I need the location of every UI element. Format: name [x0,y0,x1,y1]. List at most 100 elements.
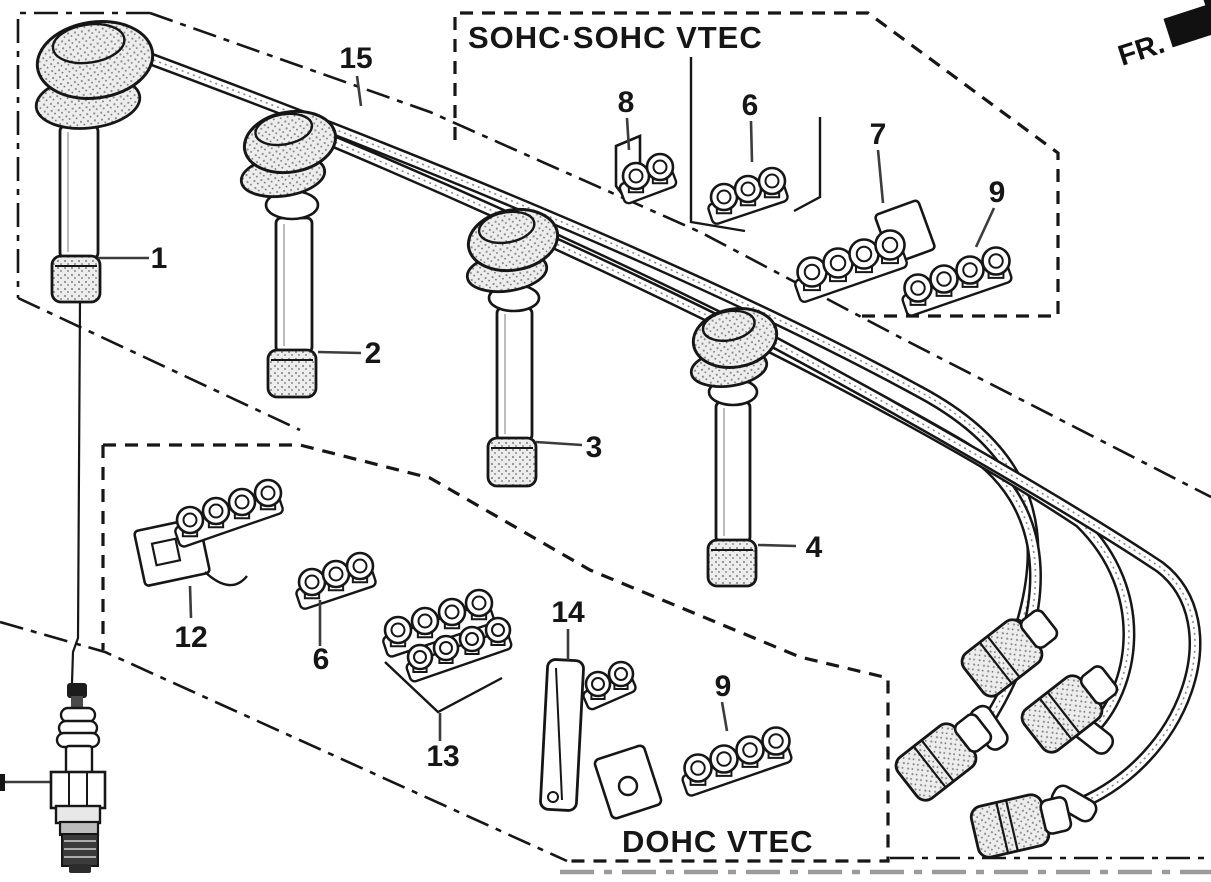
spark-plug [49,683,107,873]
clamp-hole [547,791,559,803]
front-direction-label: FR. [1114,28,1168,73]
clamp-ring-hole [208,503,224,519]
clamp-part-14 [539,658,663,820]
clamp-part-9 [681,726,793,797]
clamp-ring-hole [417,613,433,629]
clamp-part-6 [295,551,377,610]
plug-electrode [69,864,91,873]
boot-foot [266,348,318,399]
border-bottom-left-diagonal [0,620,568,863]
clamp-ring-hole [764,173,780,189]
boot-nose [1079,665,1119,705]
boot-nose [1039,796,1073,835]
clamp-plate-hole [617,775,639,797]
callout-leader-15 [355,75,363,107]
distributor-boot [894,713,993,802]
illustration-layer [34,20,1202,873]
spark-plug-boot [239,109,338,399]
clamp-ring-hole [328,566,344,582]
clamp-bracket-hole [150,537,182,567]
front-direction-arrow-icon [1163,0,1211,48]
clamp-ring-hole [881,236,899,254]
boot-foot [706,538,758,588]
plug-terminal [67,683,87,698]
part-number-7: 7 [870,118,887,151]
clamp-part-13 [382,588,513,714]
clamp-ring-hole [260,485,276,501]
clamp-ring-hole [740,181,756,197]
part-number-14: 14 [551,596,585,629]
clamp-flap [204,571,248,587]
boot-cap-top [51,22,126,65]
clamp-ring-hole [803,263,821,281]
callout-leader-6 [749,120,754,163]
part-number-13: 13 [426,740,459,773]
distributor-boot [1020,665,1119,754]
part-number-2: 2 [365,337,382,370]
clamp-ring-hole [491,623,505,637]
clamp-ring-hole [742,742,758,758]
boot-band [921,740,954,782]
part-number-1: 1 [151,242,168,275]
clamp-part-6 [707,166,789,225]
callout-leader-7 [876,149,885,204]
boot-band [979,642,1012,684]
border-diagonal [149,11,1211,499]
clamp-body [539,658,585,812]
plug-hex-nut [49,770,107,810]
clamp-ring-hole [936,271,952,287]
wire-texture [769,339,1196,808]
boot-nose [1019,609,1059,649]
part-number-15: 15 [339,42,372,75]
clamp-ring-hole [413,650,427,664]
clamp-ring-hole [304,574,320,590]
part-number-9: 9 [715,670,732,703]
clamp-ring-hole [182,512,198,528]
boot-band [913,746,946,788]
plug-stem [71,696,83,709]
boundary-lines [0,11,1211,875]
clamp-part-8 [614,134,678,205]
clamp-ring-hole [910,280,926,296]
boot-tube [274,216,314,354]
labels-layer: SOHC·SOHC VTEC DOHC VTEC FR. [468,0,1211,859]
spark-plug-boot [465,207,560,488]
boot-foot [486,436,538,488]
spark-plug-boot [34,20,155,304]
callout-leader-3 [535,440,583,447]
clamp-ring-hole [716,751,732,767]
clamp-ring-hole [690,760,706,776]
dohc-box-outline [101,443,890,863]
clamp-ring-hole [465,632,479,646]
callout-leader-2 [317,350,362,355]
cropped-part-label-fragment [0,774,5,791]
clamp-ring-hole [352,558,368,574]
clamp-ring-hole [855,245,873,263]
boot-band [987,636,1020,678]
plug-threads [61,833,99,867]
callout-leader-8 [625,117,631,151]
clamp-ring-hole [962,262,978,278]
clamp-ring-hole [652,159,668,175]
clamp-ring-hole [716,189,732,205]
part-number-9: 9 [989,176,1006,209]
clamp-ring-hole [591,677,605,691]
boot-body [969,793,1051,859]
part-number-6: 6 [742,89,759,122]
boot-tube [495,306,534,442]
plug-wire-core-line [70,299,82,684]
spark-plug-boot [689,307,779,588]
clamp-part-12 [133,478,284,587]
clamp-ring-hole [988,253,1004,269]
sohc-box-outline [453,11,1060,318]
boot-tube [714,400,752,544]
part-number-4: 4 [806,531,823,564]
clamp-ring-hole [439,641,453,655]
clamp-ring-hole [829,254,847,272]
clamp-ring-hole [390,622,406,638]
clamp-funnel [384,661,503,714]
clamp-ring-hole [444,604,460,620]
